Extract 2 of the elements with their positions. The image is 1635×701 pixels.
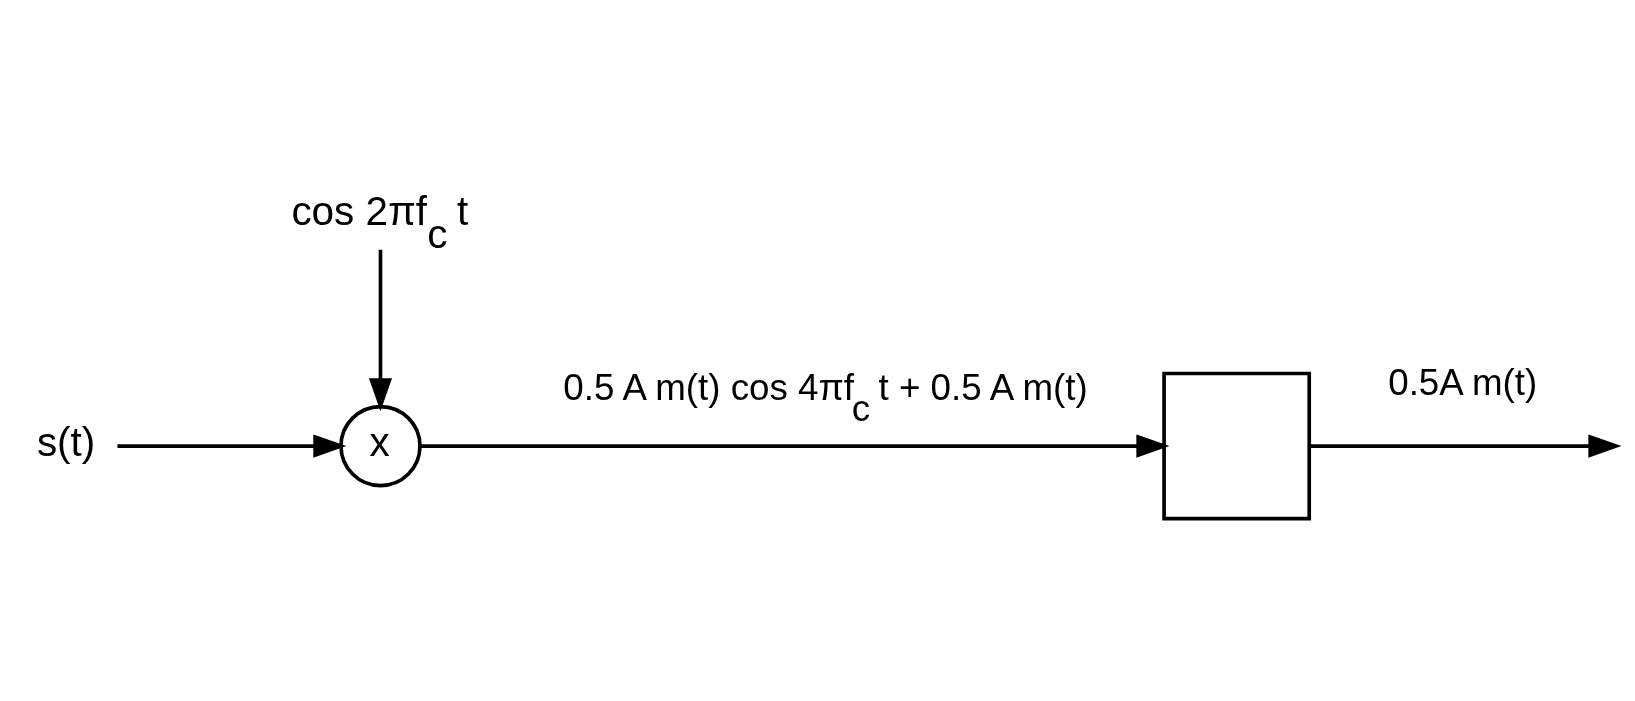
node-text: s(t) xyxy=(36,418,96,465)
edge-label: 0.5A m(t) xyxy=(1388,361,1538,403)
